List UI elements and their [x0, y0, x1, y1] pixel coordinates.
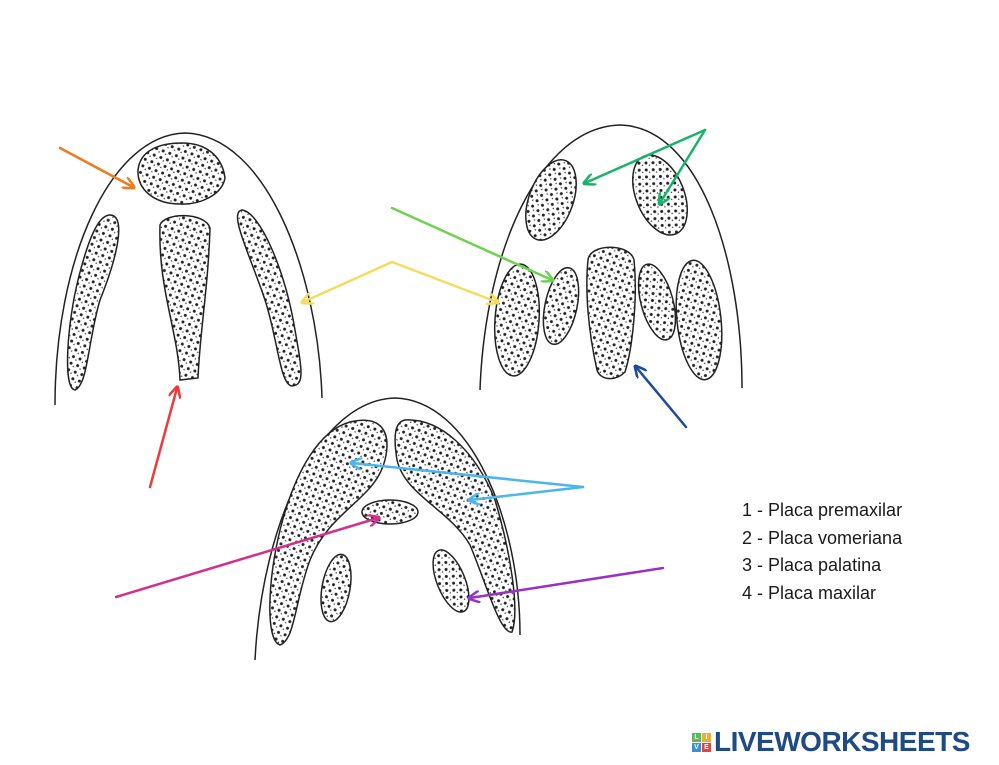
yellow-arrow [303, 260, 497, 302]
plate [493, 263, 541, 377]
legend-item: 1 - Placa premaxilar [742, 500, 903, 520]
plate [394, 419, 516, 633]
logo-tile: L [692, 732, 701, 742]
skull-diagram-right [479, 124, 743, 391]
plate [432, 549, 470, 613]
dark-blue-arrow [636, 367, 688, 429]
red-arrow [148, 388, 177, 489]
logo-tile: E [702, 742, 711, 752]
legend-item: 3 - Placa palatina [742, 555, 882, 575]
logo-text: LIVEWORKSHEETS [714, 726, 970, 757]
logo-tiles-icon: L I V E [692, 732, 711, 752]
green-arrow-right [660, 128, 707, 203]
liveworksheets-logo: L I V E LIVEWORKSHEETS [692, 726, 970, 758]
plate [525, 159, 577, 241]
plate [269, 419, 388, 646]
legend: 1 - Placa premaxilar 2 - Placa vomeriana… [742, 497, 902, 607]
maxillary-plate-right [236, 209, 302, 387]
jaw-outline [254, 397, 521, 661]
legend-item: 4 - Placa maxilar [742, 582, 877, 603]
arrows [58, 128, 707, 599]
jaw-outline [479, 124, 743, 391]
jaw-outline [54, 132, 323, 406]
skull-diagram-left [54, 132, 323, 406]
light-blue-arrow-left [352, 463, 585, 489]
plate [675, 259, 723, 381]
plate [586, 246, 636, 380]
plate [320, 553, 352, 623]
plate [637, 263, 677, 341]
legend-item: 2 - Placa vomeriana [742, 527, 903, 548]
magenta-arrow [114, 518, 378, 599]
maxillary-plate-left [66, 214, 120, 391]
plate [542, 266, 580, 346]
skull-diagram-bottom [254, 397, 521, 661]
light-green-arrow [390, 206, 552, 280]
orange-arrow [58, 146, 133, 187]
vomerine-plate [159, 214, 211, 381]
premaxillary-plate [137, 142, 226, 205]
green-arrow-left [585, 128, 707, 183]
light-blue-arrow-right [470, 485, 585, 500]
logo-tile: V [692, 742, 701, 752]
purple-arrow [470, 566, 665, 598]
logo-tile: I [702, 732, 711, 742]
